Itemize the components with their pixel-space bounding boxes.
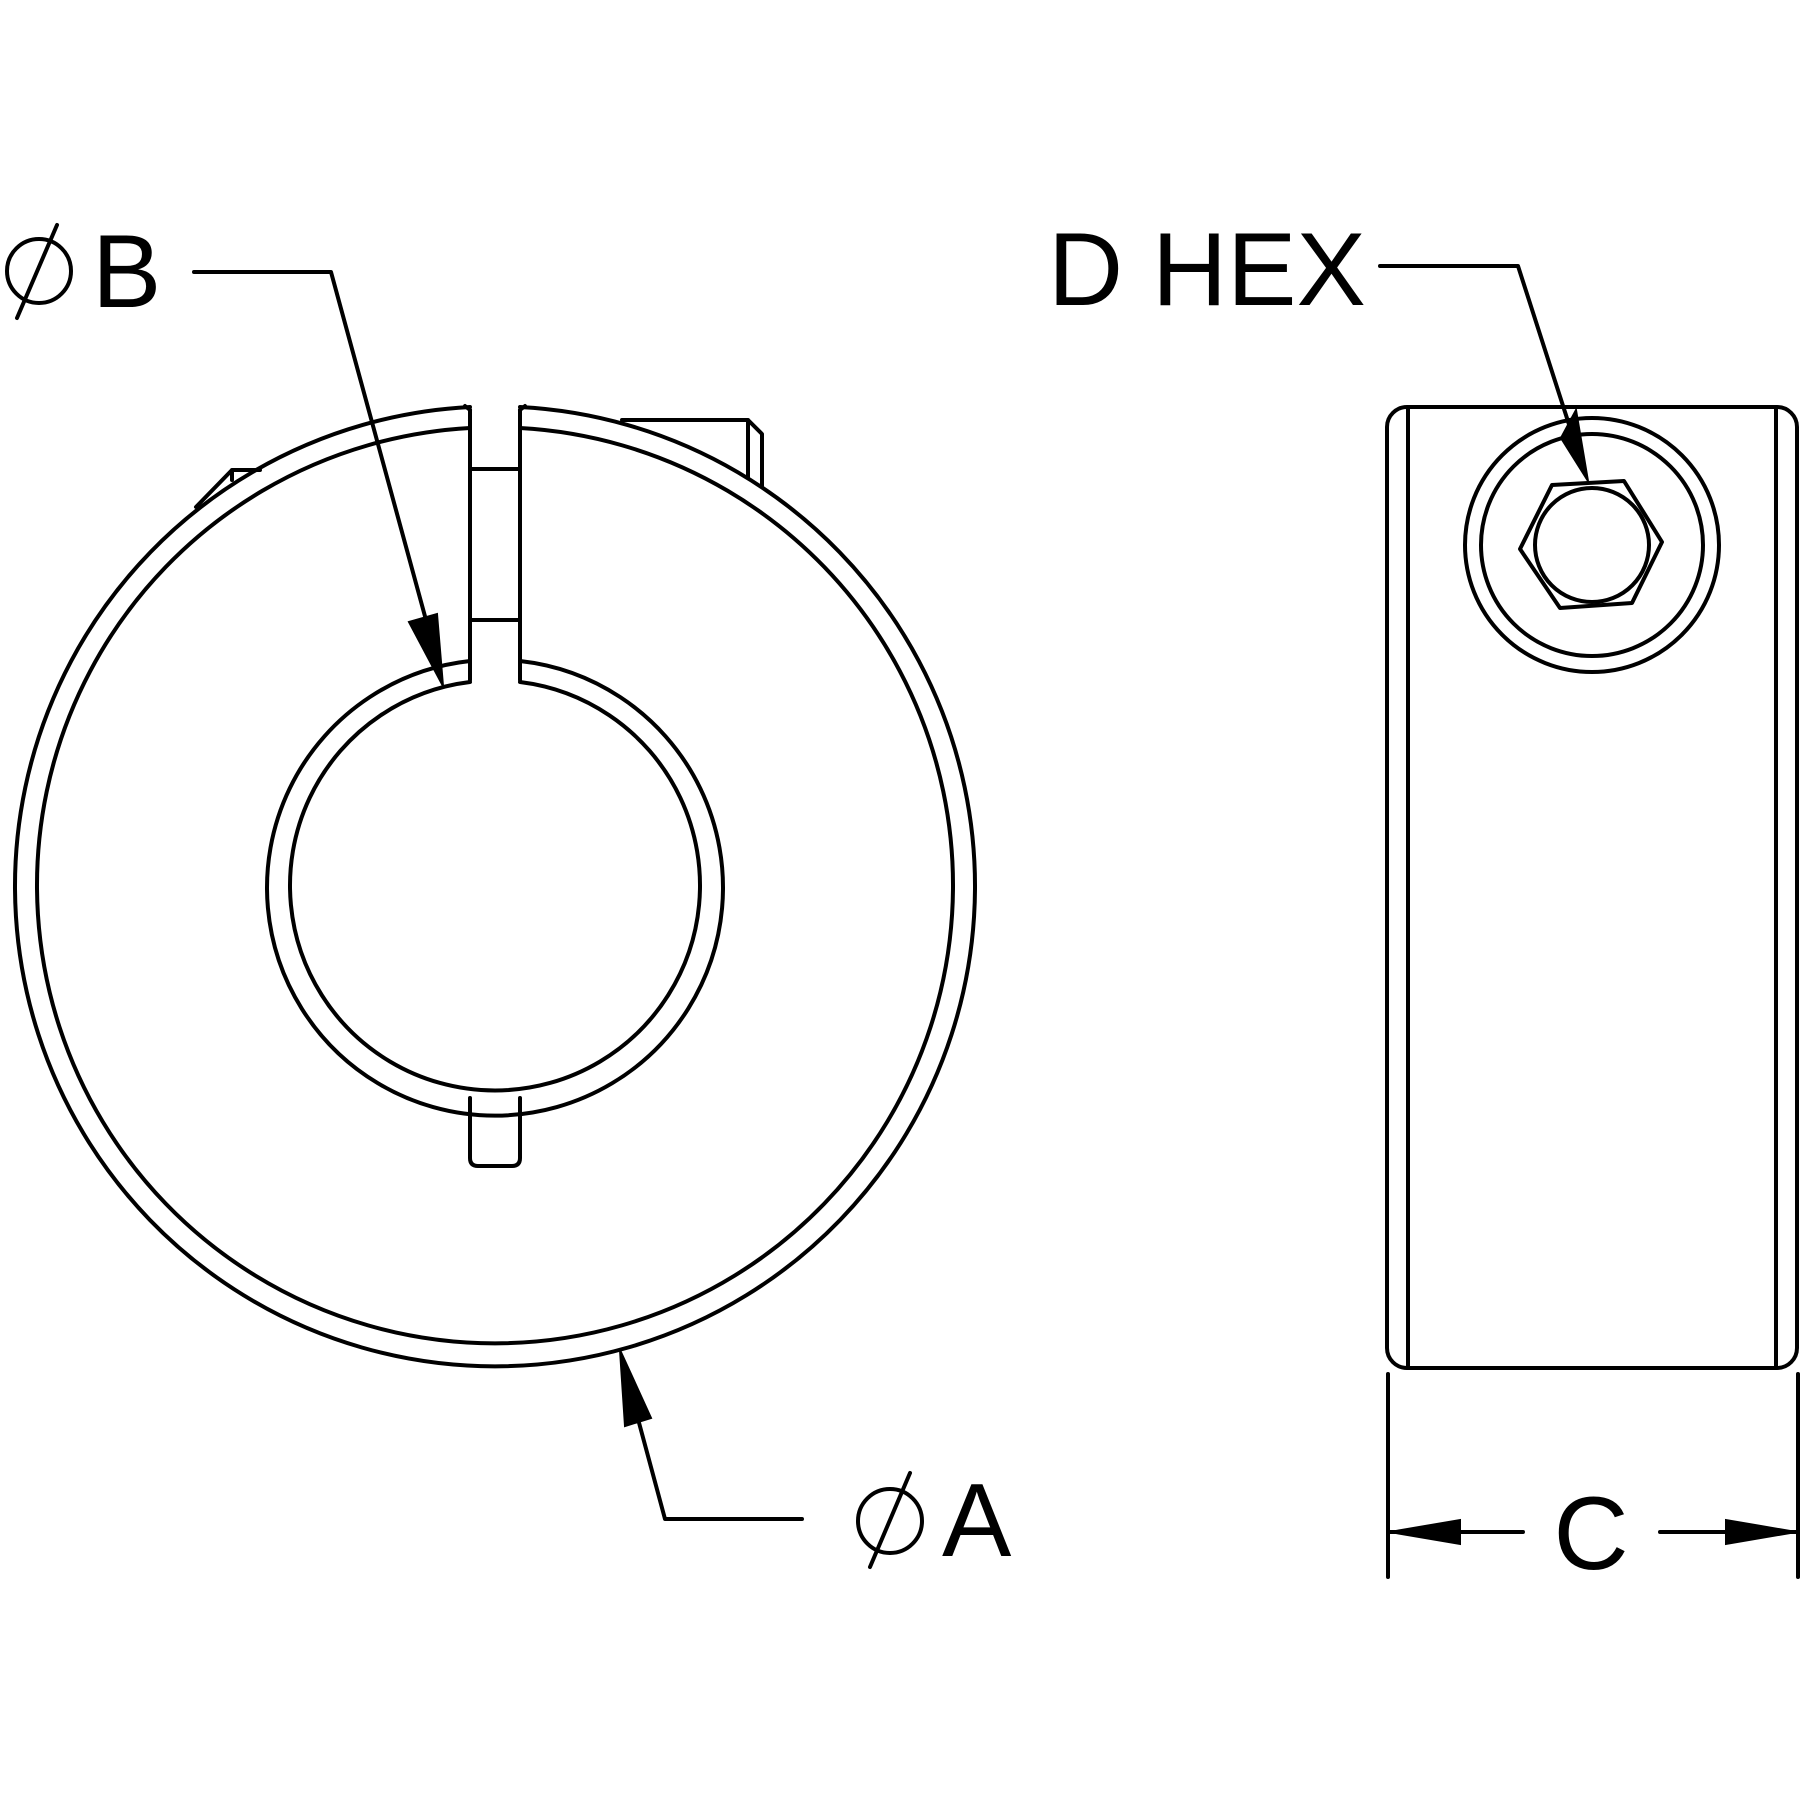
- keyway: [468, 1096, 522, 1168]
- screw-head-outer: [1463, 416, 1721, 674]
- dim-d-hex-leader: [1378, 264, 1576, 442]
- dim-d-hex-arrowhead: [1559, 406, 1589, 482]
- dimension-d-hex: D HEX: [1048, 212, 1589, 482]
- dimension-a: A: [619, 1349, 1012, 1579]
- side-view: [1385, 405, 1799, 1370]
- dim-a-arrowhead: [619, 1349, 653, 1428]
- outer-ring: [13, 405, 977, 1369]
- diameter-symbol-icon: [5, 223, 73, 320]
- dimension-b: B: [5, 214, 444, 687]
- dimension-c: C: [1386, 1372, 1800, 1592]
- dim-d-hex-text: D HEX: [1048, 212, 1366, 328]
- dim-a-leader: [636, 1417, 804, 1521]
- side-body: [1385, 405, 1799, 1370]
- screw-tab-right: [620, 418, 764, 488]
- dim-c-arrowhead-right: [1725, 1518, 1797, 1546]
- screw-tab-left: [194, 468, 262, 509]
- slit-top-cap-left: [463, 404, 472, 412]
- hex-socket: [1518, 479, 1664, 610]
- bore-outer: [265, 659, 725, 1118]
- dim-b-arrowhead: [407, 612, 444, 687]
- outer-chamfer-ring: [35, 426, 955, 1346]
- front-view: [13, 404, 977, 1369]
- diameter-symbol-icon: [856, 1471, 924, 1569]
- dim-b-text: B: [92, 214, 161, 330]
- screw-thread-circle: [1533, 486, 1651, 604]
- screw-head-inner: [1479, 432, 1705, 658]
- slit-top-cap-right: [518, 404, 527, 412]
- dim-b-leader: [192, 270, 428, 622]
- bore-inner: [288, 680, 702, 1093]
- dim-a-text: A: [942, 1463, 1012, 1579]
- dim-c-arrowhead-left: [1389, 1518, 1461, 1546]
- dim-c-text: C: [1553, 1476, 1628, 1592]
